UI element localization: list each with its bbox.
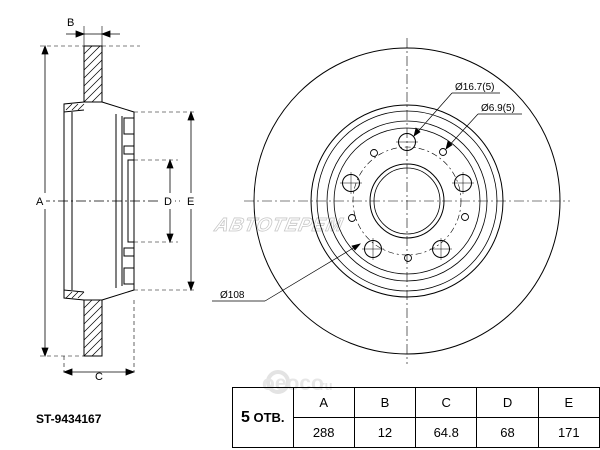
watermark: ABTOTEPEM oeoco .ru — [211, 215, 345, 395]
hole-small-label: Ø6.9(5) — [481, 103, 515, 114]
watermark-text: ABTOTEPEM — [212, 215, 345, 236]
dimension-b — [66, 26, 120, 46]
holes-count-cell: 5 ОТВ. — [232, 387, 294, 448]
part-number: ST-9434167 — [36, 412, 102, 426]
dimension-label-a: A — [36, 196, 44, 208]
dimension-label-c: C — [95, 371, 103, 383]
spec-value-e: 171 — [537, 417, 600, 448]
spec-value-d: 68 — [476, 417, 539, 448]
holes-count: 5 — [240, 408, 250, 426]
leaders — [212, 92, 522, 302]
projection-lines — [63, 45, 196, 372]
spec-table-value-row: 288 12 64.8 68 171 — [233, 417, 600, 448]
leader-hole-small — [445, 113, 522, 150]
pcd-label: Ø108 — [220, 290, 245, 301]
spec-value-a: 288 — [292, 417, 355, 448]
leader-hole-large — [413, 92, 500, 137]
dimension-label-e: E — [187, 196, 194, 208]
side-section-view — [40, 45, 196, 372]
leader-pcd — [212, 243, 361, 302]
disc-flange-section — [83, 45, 103, 357]
spec-value-c: 64.8 — [415, 417, 478, 448]
dimension-label-d: D — [164, 196, 172, 208]
holes-unit: ОТВ. — [253, 409, 285, 425]
dimension-c — [62, 368, 136, 376]
spec-header-d: D — [476, 387, 539, 418]
spec-value-b: 12 — [353, 417, 417, 448]
dimension-label-b: B — [67, 17, 74, 29]
stud-hole-axes — [340, 141, 474, 260]
small-holes — [348, 148, 469, 262]
spec-header-b: B — [353, 387, 417, 418]
spec-table-header-row: 5 ОТВ. A B C D E — [232, 387, 600, 448]
spec-header-c: C — [415, 387, 478, 418]
spec-header-a: A — [292, 387, 355, 418]
spec-table: 5 ОТВ. A B C D E 288 12 64.8 68 171 — [232, 387, 600, 448]
spec-header-e: E — [537, 387, 600, 418]
front-view — [244, 38, 570, 364]
hole-large-label: Ø16.7(5) — [455, 82, 494, 93]
